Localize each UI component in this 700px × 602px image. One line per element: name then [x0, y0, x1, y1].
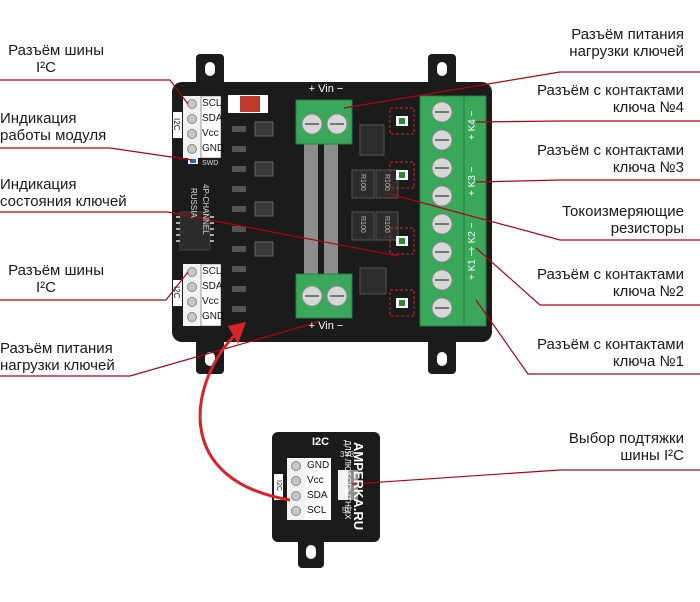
adapter-board [272, 432, 380, 568]
shunt-code-4: R100 [383, 216, 390, 233]
label-key4-line1: Разъём с контактами [537, 82, 684, 99]
label-module-indicator-line2: работы модуля [0, 127, 107, 144]
i2c-mark-bottom: I2C [172, 286, 181, 299]
label-pullup-select-line1: Выбор подтяжки [568, 430, 684, 447]
brand-mark: RUSSIA [189, 188, 198, 218]
pin-label-sda-top: SDA [202, 113, 223, 124]
pin-label-scl-bottom: SCL [202, 266, 222, 277]
label-key-state-indicator: Индикация состояния ключей [0, 176, 170, 210]
adapter-pin-vcc: Vcc [307, 475, 324, 486]
i2c-header-bottom [173, 263, 222, 327]
adapter-i2c-side-mark: I2C [275, 480, 282, 491]
label-i2c-bus-top: Разъём шины I²C [0, 42, 104, 76]
i2c-mark-top: I2C [172, 118, 181, 131]
label-power-top-line2: нагрузки ключей [569, 43, 684, 60]
pin-label-vcc-bottom: Vcc [202, 296, 219, 307]
key2-label: + K2 − [467, 222, 478, 252]
vin-terminal-top [295, 99, 353, 145]
mcu-chip [179, 211, 211, 251]
adapter-3v3-mark: 3V3 [340, 450, 355, 459]
label-key-state-indicator-line1: Индикация [0, 176, 77, 193]
i2c-header-top [173, 95, 222, 159]
label-key3-line2: ключа №3 [612, 159, 684, 176]
label-key2: Разъём с контактами ключа №2 [510, 266, 684, 300]
label-module-indicator: Индикация работы модуля [0, 110, 150, 144]
adapter-5v-mark: 5V [342, 506, 352, 515]
vin-terminal-bottom [295, 273, 353, 319]
label-power-bottom-line2: нагрузки ключей [0, 357, 115, 374]
label-key-state-indicator-line2: состояния ключей [0, 193, 127, 210]
connection-arrow [198, 322, 291, 502]
label-power-top: Разъём питания нагрузки ключей [520, 26, 684, 60]
label-module-indicator-line1: Индикация [0, 110, 77, 127]
label-i2c-bus-bottom-line1: Разъём шины [8, 262, 104, 279]
adapter-pin-scl: SCL [307, 505, 327, 516]
key4-label: + K4 − [467, 110, 478, 140]
label-key3-line1: Разъём с контактами [537, 142, 684, 159]
label-power-bottom: Разъём питания нагрузки ключей [0, 340, 150, 374]
label-key1: Разъём с контактами ключа №1 [510, 336, 684, 370]
model-mark: 4P-CHANNEL [201, 184, 210, 235]
adapter-brand: AMPERKA.RU [351, 442, 366, 531]
leader-lines [0, 71, 700, 485]
shunt-code-1: R100 [359, 174, 366, 191]
vin-top-label: + Vin − [308, 83, 344, 95]
label-shunts-line2: резисторы [610, 220, 684, 237]
label-key1-line1: Разъём с контактами [537, 336, 684, 353]
adapter-slogan: ДЛЯ ЛЮБОПЫТНЫХ [343, 440, 352, 520]
vin-bottom-label: + Vin − [308, 320, 344, 332]
key3-label: + K3 − [467, 166, 478, 196]
pin-label-vcc-top: Vcc [202, 128, 219, 139]
label-i2c-bus-bottom: Разъём шины I²C [0, 262, 104, 296]
label-key3: Разъём с контактами ключа №3 [510, 142, 684, 176]
pin-label-gnd-top: GND [202, 143, 225, 154]
label-key4-line2: ключа №4 [612, 99, 684, 116]
label-i2c-bus-top-line1: Разъём шины [8, 42, 104, 59]
label-key4: Разъём с контактами ключа №4 [510, 82, 684, 116]
label-shunts-line1: Токоизмеряющие [562, 203, 684, 220]
key1-label: + K1 − [467, 250, 478, 280]
pin-label-scl-top: SCL [202, 98, 222, 109]
label-pullup-select: Выбор подтяжки шины I²C [530, 430, 684, 464]
pin-label-gnd-bottom: GND [202, 311, 225, 322]
adapter-pin-gnd: GND [307, 460, 330, 471]
label-i2c-bus-bottom-line2: I²C [36, 279, 56, 296]
shunt-code-2: R100 [383, 174, 390, 191]
swd-mark: SWD [202, 160, 219, 167]
shunt-code-3: R100 [359, 216, 366, 233]
label-pullup-select-line2: шины I²C [620, 447, 684, 464]
label-power-top-line1: Разъём питания [571, 26, 684, 43]
label-key1-line2: ключа №1 [612, 353, 684, 370]
label-power-bottom-line1: Разъём питания [0, 340, 113, 357]
adapter-pin-sda: SDA [307, 490, 328, 501]
label-shunts: Токоизмеряющие резисторы [520, 203, 684, 237]
label-i2c-bus-top-line2: I²C [36, 59, 56, 76]
pin-label-sda-bottom: SDA [202, 281, 223, 292]
label-key2-line1: Разъём с контактами [537, 266, 684, 283]
label-key2-line2: ключа №2 [612, 283, 684, 300]
adapter-i2c-mark: I2C [312, 436, 330, 448]
